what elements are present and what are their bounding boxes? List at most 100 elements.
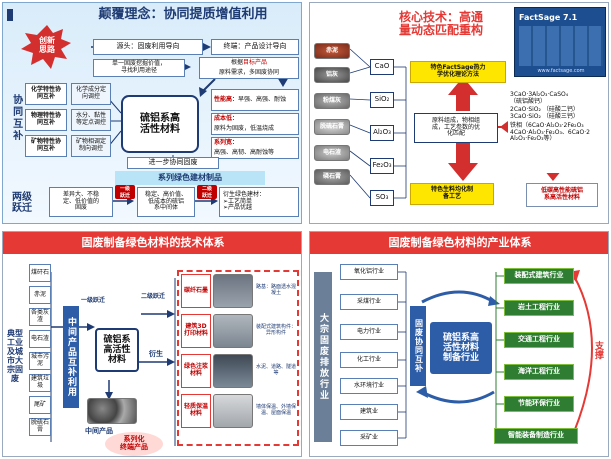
q4-title: 固废制备绿色材料的产业体系 — [388, 235, 532, 249]
desc-mineral: 矿物相调定制向调控 — [71, 135, 111, 157]
derived-products-box: 衍生绿色建材：➢工艺简单➢产品优越 — [219, 187, 299, 217]
feature-body: 早强、高强、耐蚀 — [238, 95, 287, 103]
further-synergy-box: 进一步协同固废 — [127, 157, 219, 169]
innovation-line: 创新 — [39, 36, 55, 46]
side-line: 废 — [11, 373, 19, 383]
result-line: 系高活性材料 — [543, 194, 580, 201]
industry-item: 建筑业 — [340, 404, 398, 420]
bottom-line: ➢产品优越 — [223, 204, 253, 212]
target-pre: 根据 — [230, 58, 243, 66]
left-phase-arrow — [500, 121, 508, 133]
leap1-badge: 一级跃迁 — [115, 185, 135, 199]
waste-item: 尾矿 — [29, 396, 51, 414]
material-photo — [314, 43, 350, 59]
oxide-box: SO₃ — [370, 190, 394, 206]
factsage-grid — [519, 26, 603, 66]
q2-title-line: 核心技术：高通 — [398, 9, 483, 24]
feature-title: 性能高： — [214, 95, 239, 103]
side-line: 典型 — [7, 329, 23, 339]
side-line: 宗固 — [7, 364, 23, 374]
q4-center-material: 硫铝系高活性材料制备行业 — [430, 322, 492, 374]
phase-list: 3CaO·3Al₂O₃·CaSO₄ （硫铝酸钙） 2CaO·SiO₂ （硅酸二钙… — [508, 91, 608, 173]
intermediate-photo — [87, 398, 137, 424]
synergy-vertical: 协同互补 — [10, 94, 22, 142]
leap-line: 跃迁 — [12, 203, 32, 214]
phase-line: 3CaO·SiO₂ （硅酸三钙） — [510, 113, 579, 121]
phase-line: 3CaO·3Al₂O₃·CaSO₄ — [510, 91, 569, 98]
leap2-badge: 二级跃迁 — [197, 185, 217, 199]
product-desc: 墙体保温、外墙保温、屋面保温 — [255, 404, 296, 416]
center-line: 制备行业 — [442, 353, 479, 364]
q2-title: 核心技术：高通量动态匹配重构 — [372, 7, 510, 41]
series-line: 系列化 — [123, 435, 145, 444]
bottom-line: 衍生绿色建材： — [223, 190, 266, 198]
prop-desc-line: 水分、黏性 — [75, 112, 106, 120]
panel-synergy-concept: 颠覆理念：协同提质增值利用 创新 思路 源头：固废利用导向 终端：产品设计导向 … — [2, 2, 302, 224]
bottom-line: 固废 — [74, 204, 87, 212]
prop-desc-line: 等定点调控 — [75, 119, 106, 126]
result-box: 低碳高性能硫铝系高活性材料 — [526, 183, 598, 207]
oxide-box: SiO₂ — [370, 92, 394, 108]
prop-label-line: 矿物特性协 — [30, 138, 61, 146]
feature-2: 成本低：原料为固废，低温烧成 — [211, 113, 299, 135]
feature-body: 原料为固废，低温烧成 — [214, 124, 275, 132]
oxide-box: Al₂O₃ — [370, 125, 394, 141]
q4-side-label: 大宗固废排放行业 — [314, 272, 332, 442]
feature-1: 性能高：早强、高强、耐蚀 — [211, 89, 299, 111]
bottom-line: 定、低价值的 — [62, 197, 99, 205]
product-photo — [213, 354, 253, 388]
q3-title: 固废制备绿色材料的技术体系 — [81, 235, 225, 249]
product-photo — [213, 274, 253, 308]
phase-line: 铁相（6CaO·Al₂O₃·2Fe₂O₃ — [510, 121, 584, 129]
panel-industrial-system: 固废制备绿色材料的产业体系 大宗固废排放行业 氧化铝行业 采煤行业 电力行业 化… — [309, 231, 609, 457]
derive-label: 衍生 — [149, 350, 163, 359]
desc-phys: 水分、黏性等定点调控 — [71, 109, 111, 131]
phase-line: 2CaO·SiO₂ （硅酸二钙） — [510, 106, 579, 114]
waste-unstable-box: 差异大、不稳定、低价值的固废 — [49, 187, 113, 217]
leap-line: 两级 — [12, 191, 32, 203]
bottom-line: ➢工艺简单 — [223, 197, 253, 205]
product-name: 绿色注浆材料 — [181, 354, 211, 388]
core-line: 化匹配 — [446, 130, 465, 138]
support-label: 支撑 — [593, 341, 604, 359]
q4-header — [310, 232, 608, 254]
prop-desc-line: 向调控 — [81, 93, 100, 100]
target-industry: 智能装备制造行业 — [494, 428, 578, 444]
center-line: 活性材料 — [442, 342, 479, 353]
target-post: 原料需求，多固废协同 — [218, 68, 279, 76]
target-industry: 装配式建筑行业 — [504, 268, 574, 284]
leap2-line: 跃迁 — [201, 193, 212, 199]
products-frame — [177, 270, 299, 446]
leap1-line: 一级 — [119, 186, 130, 192]
q3-center-material: 硫铝系高活性材料 — [95, 328, 139, 372]
material-label: 铝灰 — [325, 70, 338, 78]
single-waste-line: 寻找利用途径 — [120, 67, 157, 74]
feature-title: 系列宽： — [214, 138, 239, 146]
target-highlight: 目标产品 — [243, 58, 268, 66]
material-photo — [314, 169, 350, 185]
q1-title: 颠覆理念：协同提质增值利用 — [98, 6, 268, 22]
intermediate-box: 稳定、高价值、低成本的硫铝系中间体 — [137, 187, 195, 217]
factsage-url[interactable]: www.factsage.com — [537, 68, 585, 75]
single-waste-box: 单一固废挖掘价值， 寻找利用途径 — [93, 59, 185, 77]
down-arrow — [448, 143, 478, 181]
product-name: 建筑3D打印材料 — [181, 314, 211, 348]
waste-item: 脱硫石膏 — [29, 418, 51, 436]
bottom-line: 稳定、高价值、 — [144, 190, 187, 198]
series-ellipse: 系列化终端产品 — [105, 432, 163, 456]
phase-line: 4CaO·Al₂O₃·Fe₂O₃、6CaO·2 — [510, 128, 591, 136]
phase-line: Al₂O₃·Fe₂O₃等） — [510, 135, 556, 143]
core-line: 原料组成，物相组 — [431, 116, 480, 124]
material-label: 赤泥 — [325, 46, 338, 54]
leap2-label: 二级跃迁 — [140, 292, 165, 300]
single-waste-line: 单一固废挖掘价值， — [111, 60, 166, 68]
oxide-box: Fe₂O₃ — [370, 158, 394, 174]
factsage-logo: FactSage 7.1 — [519, 12, 578, 22]
core-line: 成，工艺参数的优 — [431, 123, 480, 131]
factsage-window[interactable]: FactSage 7.1 www.factsage.com — [514, 7, 606, 77]
panel-technical-system: 固废制备绿色材料的技术体系 典型工业及城市大宗固废 煤矸石 赤泥 各类灰渣 电石… — [2, 231, 302, 457]
material-label: 脱硫石膏 — [319, 122, 344, 130]
target-product-box: 根据目标产品原料需求，多固废协同 — [199, 57, 299, 79]
product-desc: 装配式建筑构件：异形构件 — [255, 324, 296, 336]
oxide-box: CaO — [370, 59, 394, 75]
